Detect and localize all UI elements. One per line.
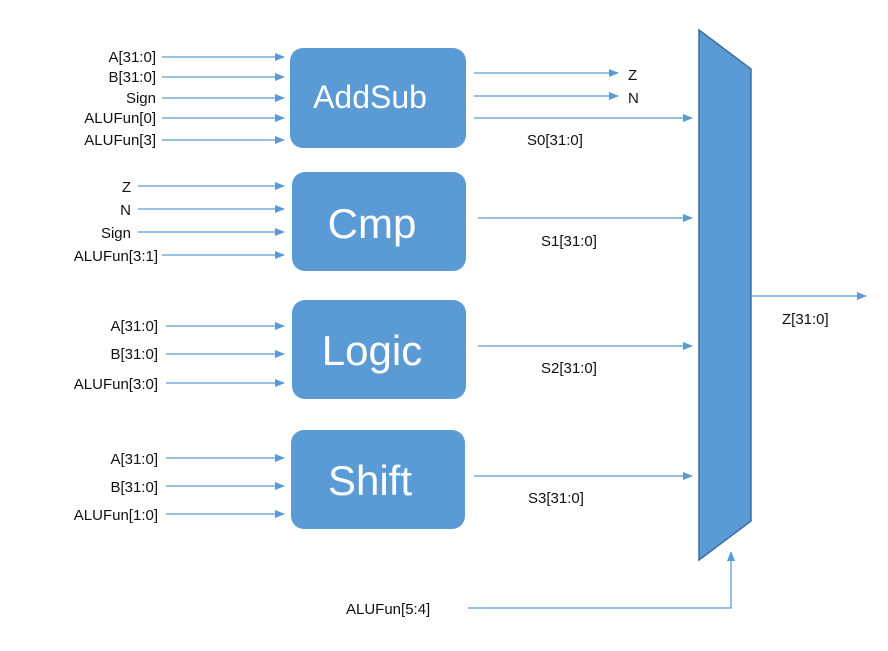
logic-input-label-b: B[31:0]: [110, 346, 158, 363]
shift-input-label-b: B[31:0]: [110, 479, 158, 496]
addsub-input-label-sign: Sign: [126, 90, 156, 107]
addsub-block: [290, 48, 466, 148]
mux-output-label: Z[31:0]: [782, 311, 829, 328]
mux-group: Z[31:0] ALUFun[5:4]: [346, 28, 867, 618]
addsub-input-label-a: A[31:0]: [108, 49, 156, 66]
addsub-flag-label-z: Z: [628, 67, 637, 84]
cmp-input-label-n: N: [120, 202, 131, 219]
mux-block: [698, 28, 752, 562]
logic-block-label: Logic: [322, 327, 422, 374]
cmp-input-label-alufun31: ALUFun[3:1]: [74, 248, 158, 265]
logic-group: A[31:0] B[31:0] ALUFun[3:0] Logic S2[31:…: [74, 300, 693, 399]
addsub-input-label-alufun0: ALUFun[0]: [84, 110, 156, 127]
addsub-output-label: S0[31:0]: [527, 132, 583, 149]
cmp-output-label: S1[31:0]: [541, 233, 597, 250]
logic-input-label-alufun30: ALUFun[3:0]: [74, 376, 158, 393]
shift-input-label-alufun10: ALUFun[1:0]: [74, 507, 158, 524]
logic-output-label: S2[31:0]: [541, 360, 597, 377]
shift-block: [291, 430, 465, 529]
shift-output-label: S3[31:0]: [528, 490, 584, 507]
addsub-group: A[31:0] B[31:0] Sign ALUFun[0] ALUFun[3]…: [84, 48, 693, 149]
shift-group: A[31:0] B[31:0] ALUFun[1:0] Shift S3[31:…: [74, 430, 693, 529]
addsub-input-label-alufun3: ALUFun[3]: [84, 132, 156, 149]
mux-select-label: ALUFun[5:4]: [346, 601, 430, 618]
shift-input-label-a: A[31:0]: [110, 451, 158, 468]
logic-block: [292, 300, 466, 399]
logic-input-label-a: A[31:0]: [110, 318, 158, 335]
addsub-flag-label-n: N: [628, 90, 639, 107]
cmp-block: [292, 172, 466, 271]
shift-block-label: Shift: [328, 457, 412, 504]
cmp-input-label-sign: Sign: [101, 225, 131, 242]
cmp-block-label: Cmp: [328, 200, 417, 247]
addsub-block-label: AddSub: [313, 79, 427, 115]
mux-select-wire: [468, 551, 735, 609]
addsub-input-label-b: B[31:0]: [108, 69, 156, 86]
cmp-group: Z N Sign ALUFun[3:1] Cmp S1[31:0]: [74, 172, 693, 271]
cmp-input-label-z: Z: [122, 179, 131, 196]
